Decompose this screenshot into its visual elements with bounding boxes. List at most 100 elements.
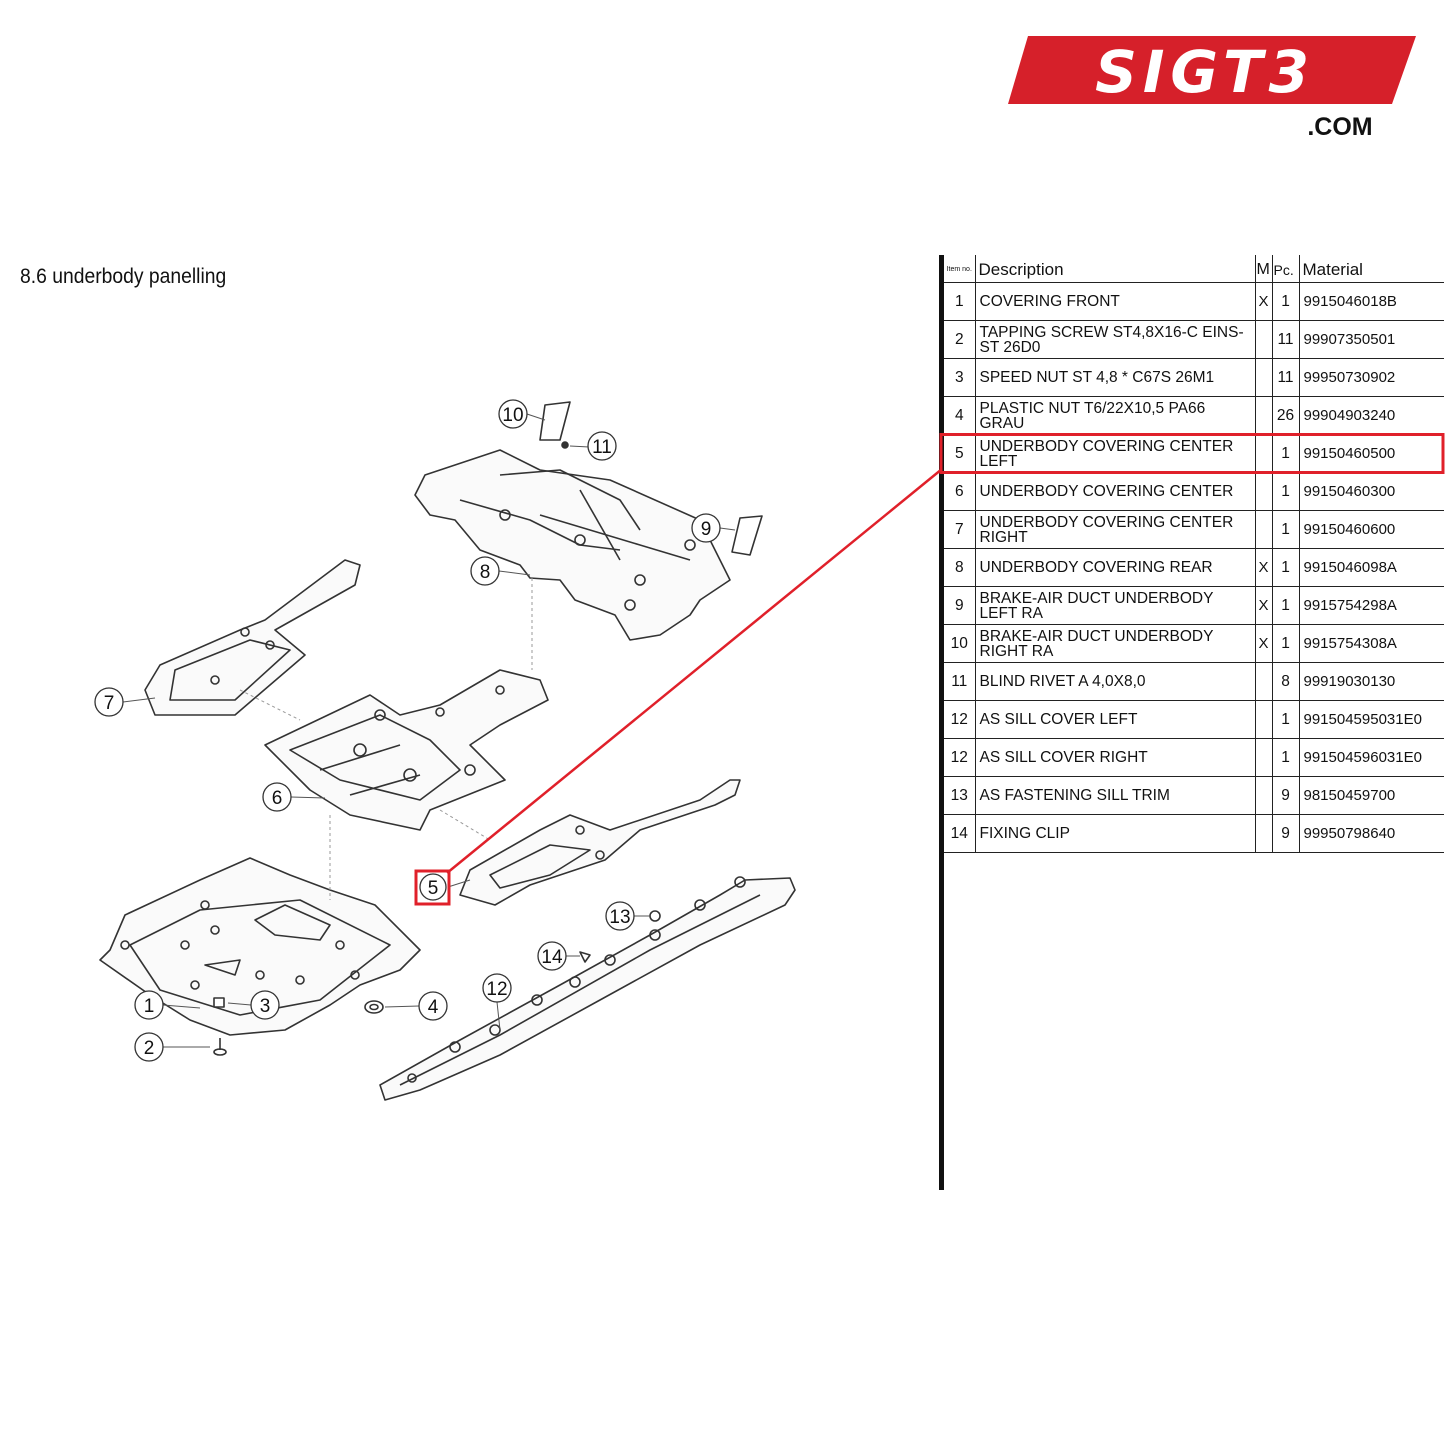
callout-3[interactable]: 3: [250, 990, 280, 1020]
speed-nut-icon: [213, 997, 225, 1008]
description-line-1: BRAKE-AIR DUCT UNDERBODY: [979, 627, 1214, 645]
part-duct-left[interactable]: [731, 515, 763, 556]
cell-item-no: 9: [944, 586, 976, 625]
fastener-icon: [649, 910, 661, 922]
callout-12[interactable]: 12: [482, 973, 512, 1003]
description-line-1: PLASTIC NUT T6/22X10,5 PA66: [979, 399, 1206, 417]
callout-7[interactable]: 7: [94, 687, 124, 717]
cell-item-no: 2: [944, 320, 976, 359]
callout-6[interactable]: 6: [262, 782, 292, 812]
cell-material: 9915046018B: [1299, 282, 1444, 321]
plastic-nut-icon: [364, 1000, 384, 1014]
callout-11[interactable]: 11: [587, 431, 617, 461]
cell-m: X: [1255, 624, 1273, 663]
cell-pc: 11: [1272, 358, 1300, 397]
callout-8[interactable]: 8: [470, 556, 500, 586]
callout-5[interactable]: 5: [419, 873, 447, 901]
part-duct-right[interactable]: [539, 401, 571, 441]
callout-10[interactable]: 10: [498, 399, 528, 429]
cell-pc: 9: [1272, 814, 1300, 853]
cell-description: UNDERBODY COVERING REAR: [975, 548, 1256, 587]
header-pc: Pc.: [1272, 255, 1300, 283]
svg-text:2: 2: [144, 1038, 155, 1059]
cell-m: [1255, 776, 1273, 815]
cell-pc: 11: [1272, 320, 1300, 359]
description-line-1: FIXING CLIP: [979, 825, 1070, 842]
callout-14[interactable]: 14: [537, 941, 567, 971]
cell-pc: 1: [1272, 548, 1300, 587]
description-line-2: GRAU: [979, 414, 1025, 432]
callout-1[interactable]: 1: [134, 990, 164, 1020]
part-sill-cover[interactable]: [379, 876, 796, 1101]
cell-item-no: 13: [944, 776, 976, 815]
description-line-2: LEFT: [979, 452, 1018, 470]
callout-9[interactable]: 9: [691, 513, 721, 543]
cell-m: [1255, 320, 1273, 359]
part-center-cover[interactable]: [264, 669, 549, 831]
part-center-right[interactable]: [144, 559, 361, 716]
svg-text:12: 12: [486, 979, 507, 1000]
cell-pc: 1: [1272, 738, 1300, 777]
part-rear-cover[interactable]: [414, 449, 731, 641]
cell-item-no: 12: [944, 738, 976, 777]
svg-text:1: 1: [144, 996, 155, 1017]
cell-m: X: [1255, 586, 1273, 625]
callout-2[interactable]: 2: [134, 1032, 164, 1062]
description-line-1: AS FASTENING SILL TRIM: [979, 787, 1170, 804]
description-line-2: ST 26D0: [979, 338, 1041, 356]
svg-text:6: 6: [272, 788, 283, 809]
cell-description: SPEED NUT ST 4,8 * C67S 26M1: [975, 358, 1256, 397]
header-material: Material: [1299, 255, 1444, 283]
header-m: M: [1255, 255, 1273, 283]
part-front-cover[interactable]: [99, 857, 421, 1036]
description-line-2: LEFT RA: [979, 604, 1043, 622]
svg-text:3: 3: [260, 996, 271, 1017]
cell-item-no: 4: [944, 396, 976, 435]
cell-m: X: [1255, 548, 1273, 587]
cell-material: 99904903240: [1299, 396, 1444, 435]
part-center-left[interactable]: [459, 779, 741, 906]
cell-m: X: [1255, 282, 1273, 321]
cell-m: [1255, 738, 1273, 777]
cell-description: AS FASTENING SILL TRIM: [975, 776, 1256, 815]
table-header: Item no. Description M Pc. Material: [944, 255, 1444, 283]
callout-13[interactable]: 13: [605, 901, 635, 931]
cell-description: TAPPING SCREW ST4,8X16-C EINS-ST 26D0: [975, 320, 1256, 359]
cell-item-no: 8: [944, 548, 976, 587]
cell-material: 9915046098A: [1299, 548, 1444, 587]
cell-m: [1255, 472, 1273, 511]
logo-domain: .COM: [1307, 113, 1372, 141]
clip-icon: [579, 951, 591, 963]
callout-4[interactable]: 4: [418, 991, 448, 1021]
svg-text:7: 7: [104, 693, 115, 714]
description-line-1: UNDERBODY COVERING CENTER: [979, 513, 1234, 531]
cell-pc: 1: [1272, 586, 1300, 625]
cell-item-no: 11: [944, 662, 976, 701]
rivet-icon: [561, 441, 569, 449]
description-line-1: UNDERBODY COVERING REAR: [979, 559, 1213, 576]
cell-pc: 9: [1272, 776, 1300, 815]
cell-material: 99950730902: [1299, 358, 1444, 397]
cell-item-no: 14: [944, 814, 976, 853]
cell-pc: 1: [1272, 624, 1300, 663]
cell-m: [1255, 814, 1273, 853]
